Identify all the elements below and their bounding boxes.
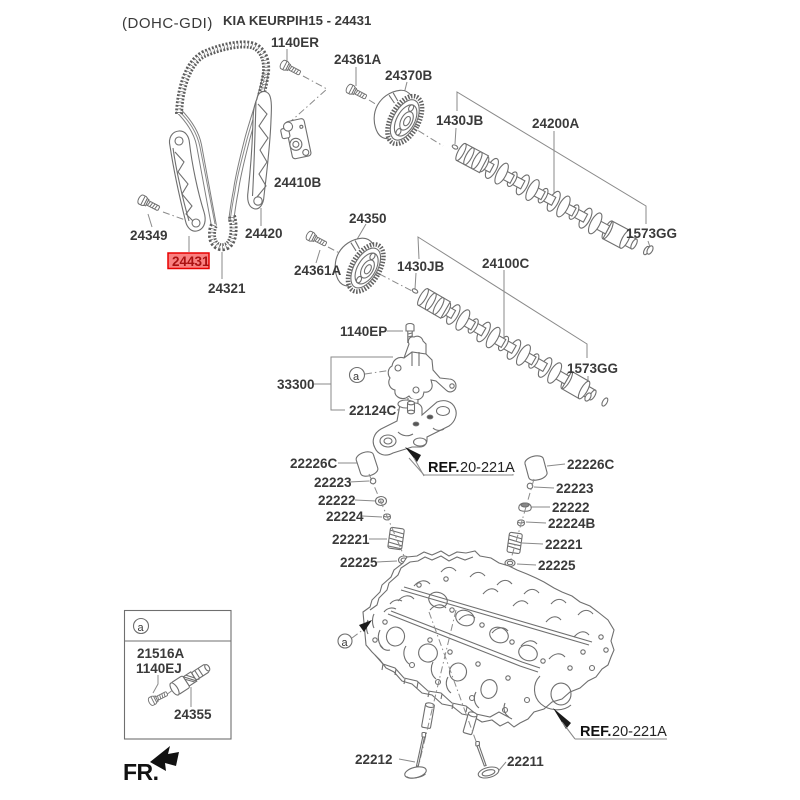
svg-text:24100C: 24100C <box>482 256 530 271</box>
svg-text:(DOHC-GDI): (DOHC-GDI) <box>122 15 213 32</box>
svg-text:1140ER: 1140ER <box>271 35 319 50</box>
svg-text:24321: 24321 <box>208 281 246 296</box>
svg-text:REF.: REF. <box>580 724 611 740</box>
svg-text:22225: 22225 <box>538 558 576 573</box>
svg-text:1573GG: 1573GG <box>626 226 677 241</box>
svg-text:KIA KEURPIH15 - 24431: KIA KEURPIH15 - 24431 <box>223 13 371 28</box>
svg-text:REF.: REF. <box>428 460 459 476</box>
svg-text:22224: 22224 <box>326 509 364 524</box>
svg-text:24361A: 24361A <box>294 263 342 278</box>
svg-text:22222: 22222 <box>318 493 356 508</box>
svg-text:22224B: 22224B <box>548 516 596 531</box>
svg-text:24410B: 24410B <box>274 175 322 190</box>
svg-text:a: a <box>138 622 145 634</box>
svg-text:24355: 24355 <box>174 707 212 722</box>
svg-text:20-221A: 20-221A <box>460 460 515 476</box>
svg-text:1430JB: 1430JB <box>436 113 484 128</box>
svg-text:22212: 22212 <box>355 752 393 767</box>
svg-text:1140EP: 1140EP <box>340 324 387 339</box>
svg-text:24361A: 24361A <box>334 52 382 67</box>
svg-text:22226C: 22226C <box>290 456 338 471</box>
svg-text:1430JB: 1430JB <box>397 259 445 274</box>
svg-text:22221: 22221 <box>545 537 583 552</box>
svg-text:a: a <box>342 637 349 649</box>
svg-text:22124C: 22124C <box>349 403 397 418</box>
svg-text:FR.: FR. <box>123 759 159 785</box>
svg-text:22222: 22222 <box>552 500 590 515</box>
svg-text:24420: 24420 <box>245 226 283 241</box>
svg-text:22226C: 22226C <box>567 457 615 472</box>
svg-text:21516A: 21516A <box>137 646 185 661</box>
svg-text:33300: 33300 <box>277 377 315 392</box>
svg-text:24370B: 24370B <box>385 68 433 83</box>
svg-text:1573GG: 1573GG <box>567 361 618 376</box>
svg-text:20-221A: 20-221A <box>612 724 667 740</box>
svg-text:22221: 22221 <box>332 532 370 547</box>
svg-text:24349: 24349 <box>130 228 168 243</box>
svg-text:22225: 22225 <box>340 555 378 570</box>
svg-text:24200A: 24200A <box>532 116 580 131</box>
svg-text:24431: 24431 <box>172 254 210 269</box>
svg-text:22223: 22223 <box>314 475 352 490</box>
svg-text:22223: 22223 <box>556 481 594 496</box>
svg-text:22211: 22211 <box>507 754 544 769</box>
svg-text:24350: 24350 <box>349 211 387 226</box>
svg-text:a: a <box>353 371 360 383</box>
svg-text:1140EJ: 1140EJ <box>136 661 182 676</box>
